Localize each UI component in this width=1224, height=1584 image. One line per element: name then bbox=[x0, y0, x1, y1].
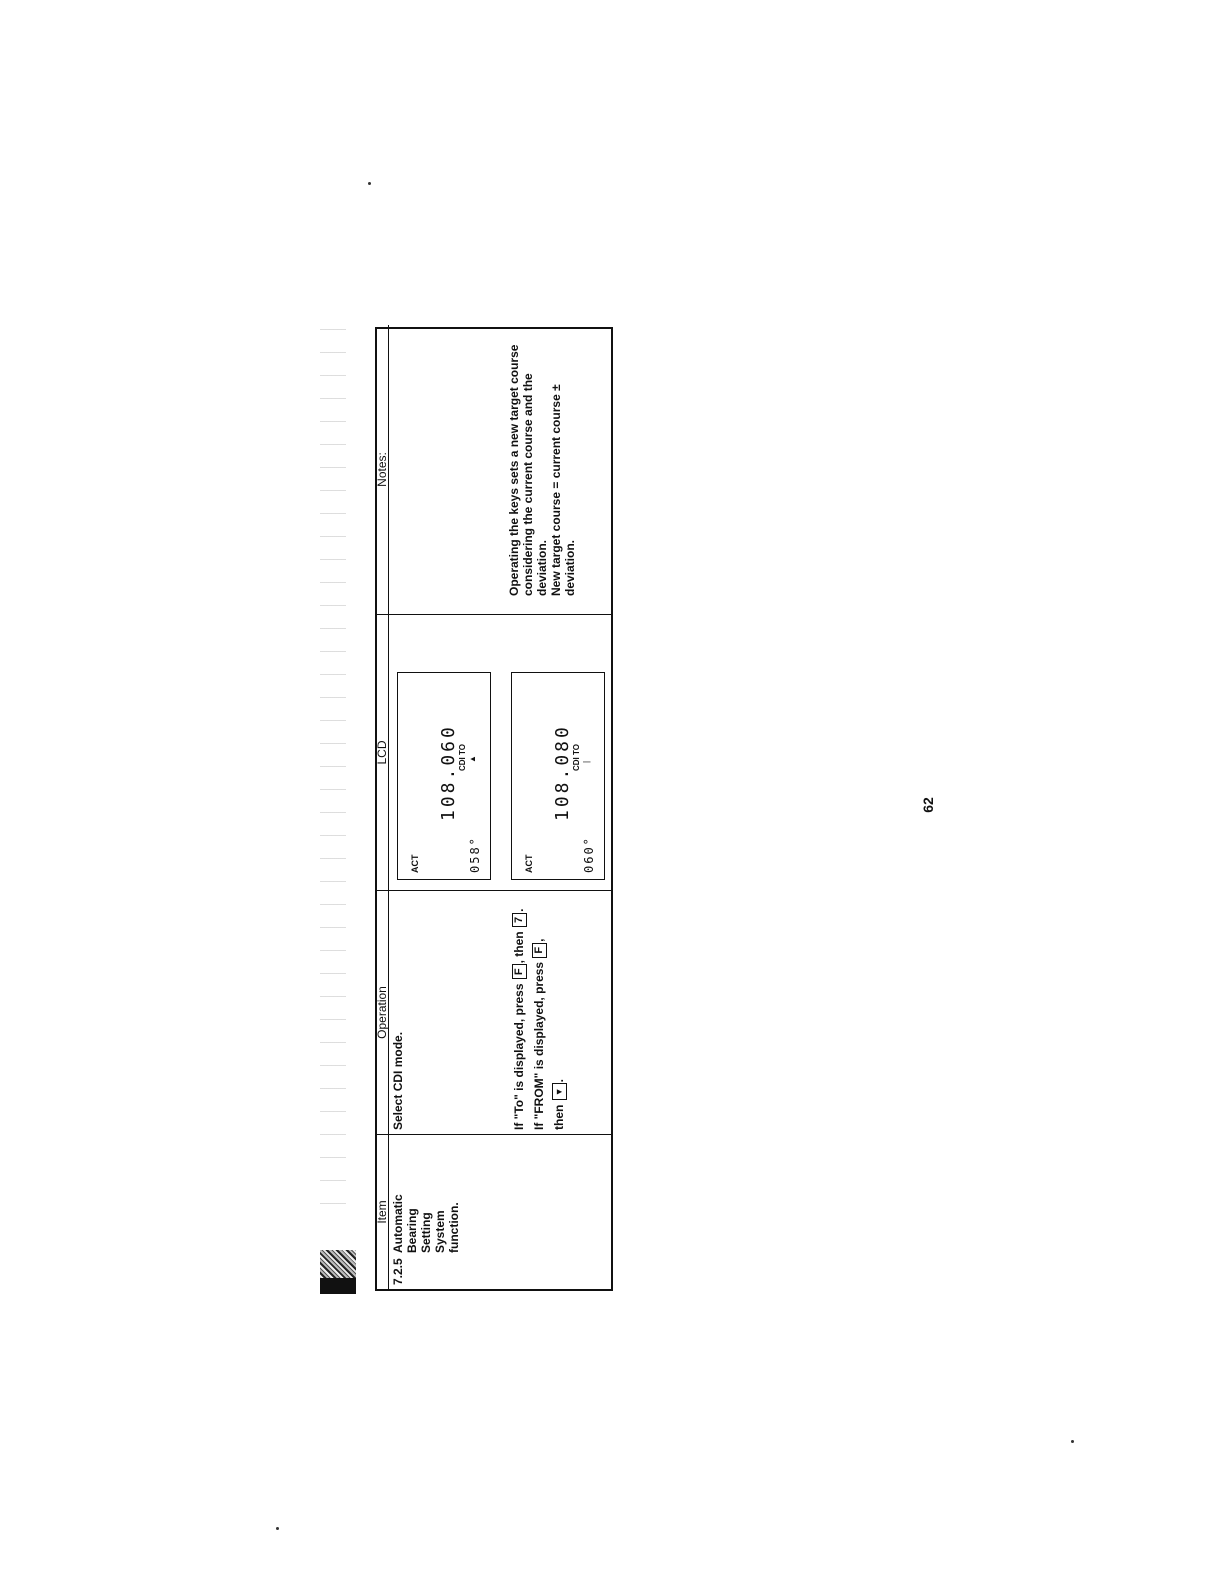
scan-solid-block bbox=[320, 1278, 356, 1294]
operation-to-line: If "To" is displayed, press F, then 7. bbox=[512, 908, 528, 1130]
lcd-cell: ACT 108.060 CDI TO ▲ 058° ACT 108.080 CD… bbox=[389, 615, 611, 891]
lcd-frequency: 108.080 bbox=[552, 724, 573, 821]
rotated-table-wrapper: Item Operation LCD Notes: 7.2.5 Automati… bbox=[375, 325, 613, 1291]
scan-dot-artifacts bbox=[320, 320, 346, 1220]
item-line: System bbox=[433, 1210, 447, 1253]
lcd-to-arrow-icon: ▲ bbox=[468, 755, 477, 763]
notes-line: Operating the keys sets a new target cou… bbox=[507, 344, 521, 596]
seven-key: 7 bbox=[512, 912, 528, 928]
notes-line: considering the current course and the d… bbox=[521, 373, 549, 596]
lcd-cdi-label: CDI TO bbox=[458, 744, 467, 771]
lcd-cdi-label: CDI TO bbox=[572, 744, 581, 771]
header-item: Item bbox=[375, 1135, 389, 1289]
lcd-act-label: ACT bbox=[410, 854, 420, 874]
item-cell: 7.2.5 Automatic Bearing Setting System f… bbox=[389, 1135, 611, 1289]
operation-from-comma: , bbox=[532, 938, 546, 942]
item-description: Automatic Bearing Setting System functio… bbox=[391, 1194, 461, 1253]
page-number: 62 bbox=[920, 797, 936, 813]
operation-instructions: If "To" is displayed, press F, then 7. I… bbox=[509, 890, 569, 1130]
operation-from-text: If "FROM" is displayed, press bbox=[532, 961, 546, 1130]
instruction-table: Item Operation LCD Notes: 7.2.5 Automati… bbox=[375, 325, 613, 1291]
item-line: Setting bbox=[419, 1212, 433, 1253]
item-number: 7.2.5 bbox=[391, 1258, 405, 1285]
operation-cell: Select CDI mode. If "To" is displayed, p… bbox=[389, 891, 611, 1135]
lcd-frequency: 108.060 bbox=[438, 724, 459, 821]
notes-cell: Operating the keys sets a new target cou… bbox=[389, 325, 611, 615]
notes-line: New target course = current course ± dev… bbox=[549, 384, 577, 596]
scan-speck bbox=[276, 1527, 279, 1530]
operation-select-cdi: Select CDI mode. bbox=[391, 1031, 405, 1130]
header-operation: Operation bbox=[375, 891, 389, 1135]
header-notes: Notes: bbox=[375, 325, 389, 615]
down-arrow-key-icon: ▼ bbox=[552, 1083, 568, 1101]
lcd-display-2: ACT 108.080 CDI TO | 060° bbox=[511, 672, 605, 880]
item-line: function. bbox=[447, 1202, 461, 1253]
lcd-course: 058° bbox=[468, 836, 482, 873]
operation-then-line: then ▼. bbox=[552, 1079, 568, 1130]
operation-then-text: then bbox=[552, 1104, 566, 1130]
lcd-act-label: ACT bbox=[524, 854, 534, 874]
operation-to-text: If "To" is displayed, press bbox=[512, 983, 526, 1130]
lcd-display-1: ACT 108.060 CDI TO ▲ 058° bbox=[397, 672, 491, 880]
operation-from-line: If "FROM" is displayed, press F, bbox=[529, 890, 549, 1130]
f-key: F bbox=[512, 964, 528, 980]
item-line: Automatic bbox=[391, 1194, 405, 1253]
header-lcd: LCD bbox=[375, 615, 389, 891]
scan-speck bbox=[368, 182, 371, 185]
scan-speck bbox=[1071, 1440, 1074, 1443]
operation-to-then: , then bbox=[512, 931, 526, 964]
lcd-course: 060° bbox=[582, 836, 596, 873]
f-key: F bbox=[532, 942, 548, 958]
notes-text: Operating the keys sets a new target cou… bbox=[507, 336, 577, 596]
lcd-deviation-bar-icon: | bbox=[582, 760, 591, 763]
item-line: Bearing bbox=[405, 1208, 419, 1253]
